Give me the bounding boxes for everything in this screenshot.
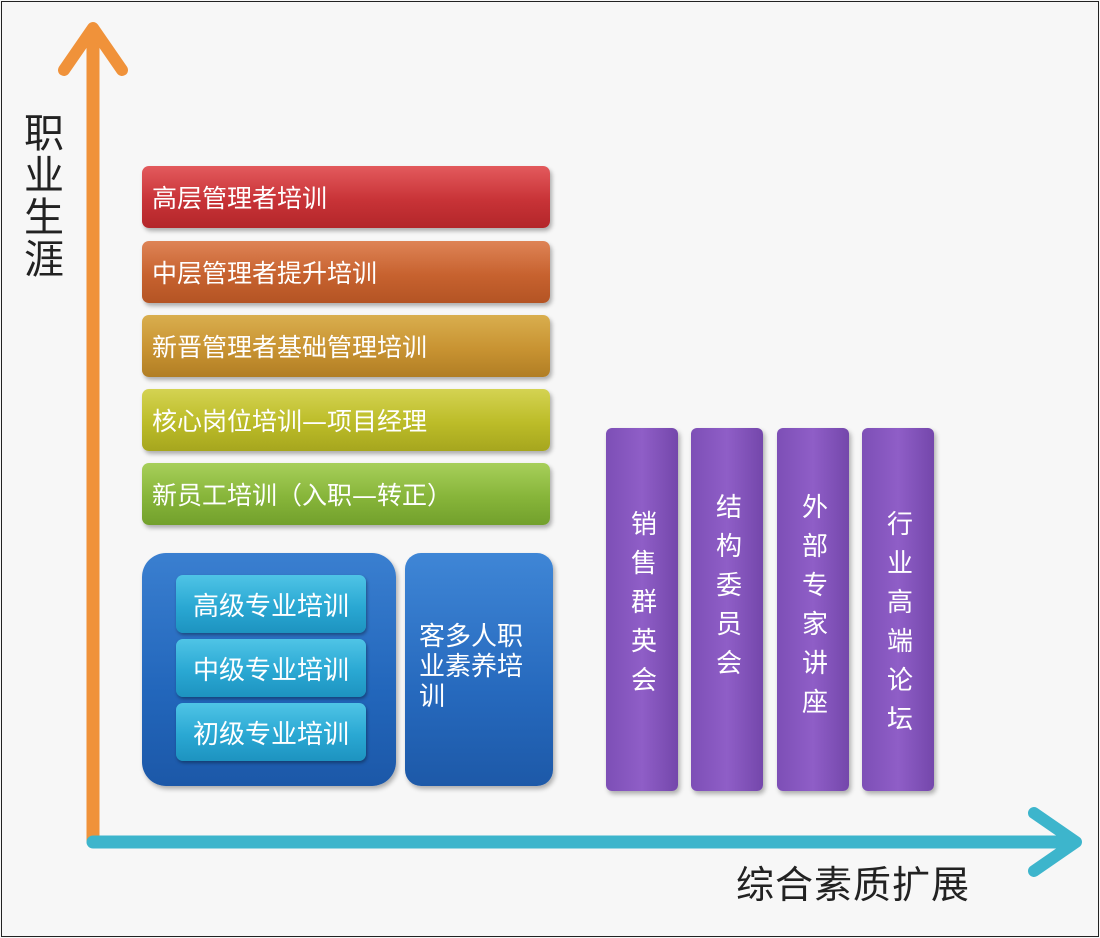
professional-ethics-block: 客多人职业素养培训	[405, 553, 553, 786]
bar-label: 新晋管理者基础管理培训	[152, 333, 428, 362]
bar-label: 核心岗位培训—项目经理	[152, 407, 428, 436]
y-axis-arrowhead	[58, 22, 128, 76]
bar-middle-management-training: 中层管理者提升培训	[142, 241, 550, 303]
column-label: 销售群英会	[626, 510, 657, 705]
bar-senior-management-training: 高层管理者培训	[142, 166, 550, 228]
column-structure-committee: 结构委员会	[691, 428, 763, 791]
bar-label: 高层管理者培训	[152, 184, 328, 213]
bar-new-manager-training: 新晋管理者基础管理培训	[142, 315, 550, 377]
column-label: 结构委员会	[711, 493, 742, 688]
professional-training-block: 高级专业培训 中级专业培训 初级专业培训	[142, 553, 396, 786]
column-label: 外部专家讲座	[797, 493, 828, 727]
professional-ethics-label: 客多人职业素养培训	[419, 622, 524, 712]
column-expert-lecture: 外部专家讲座	[777, 428, 849, 791]
bar-label: 中层管理者提升培训	[152, 259, 378, 288]
column-label: 行业高端论坛	[882, 510, 913, 744]
pro-item-junior: 初级专业培训	[176, 703, 366, 761]
x-axis-label: 综合素质扩展	[736, 863, 971, 907]
y-axis-label: 职业生涯	[17, 112, 63, 280]
pro-item-intermediate: 中级专业培训	[176, 639, 366, 697]
column-industry-forum: 行业高端论坛	[862, 428, 934, 791]
x-axis-arrowhead	[1028, 807, 1082, 877]
bar-label: 新员工培训（入职—转正）	[152, 481, 453, 510]
pro-item-advanced: 高级专业培训	[176, 575, 366, 633]
bar-new-employee-training: 新员工培训（入职—转正）	[142, 463, 550, 525]
column-sales-forum: 销售群英会	[606, 428, 678, 791]
bar-key-position-training: 核心岗位培训—项目经理	[142, 389, 550, 451]
